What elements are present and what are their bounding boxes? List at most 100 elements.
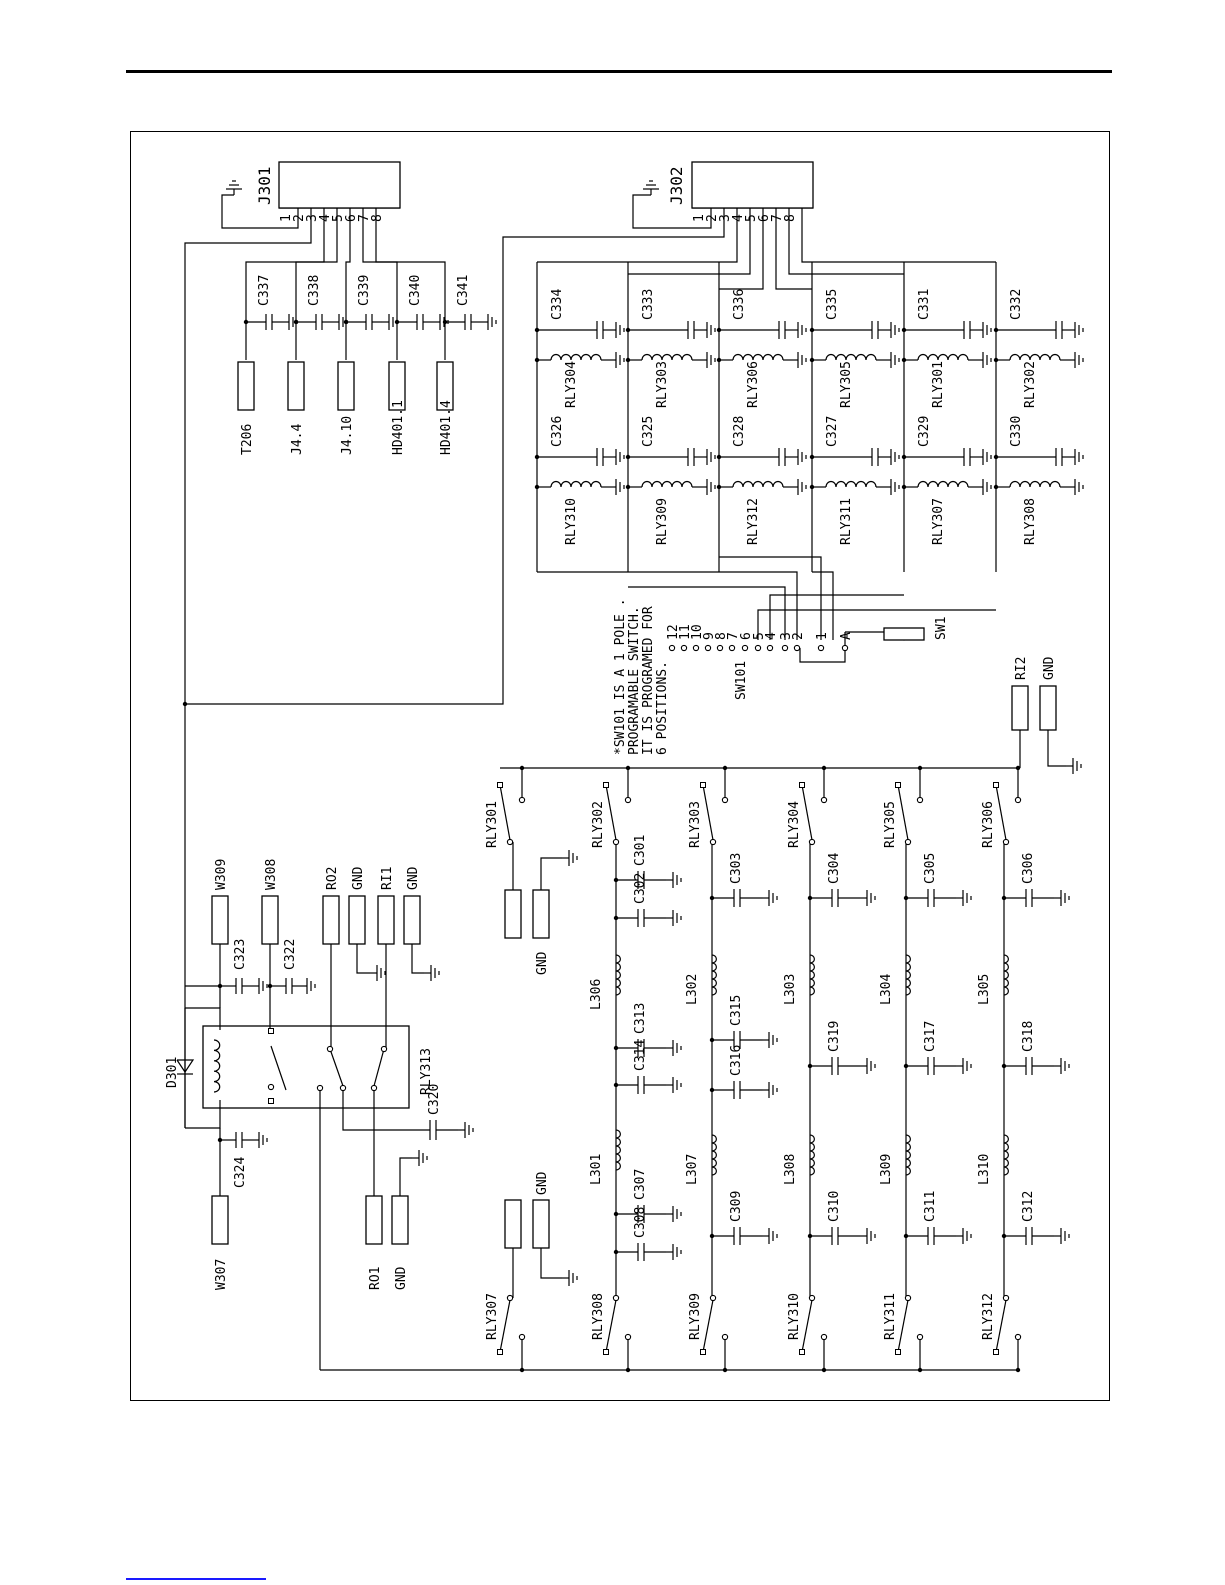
inductor-label: L302	[685, 974, 700, 1005]
junction-dot	[709, 1087, 715, 1093]
connector-j302-body	[691, 161, 814, 209]
junction-dot	[293, 319, 299, 325]
relay-label: RLY310	[564, 498, 579, 545]
connector-j302-label: J302	[667, 166, 686, 205]
junction-dot	[716, 454, 722, 460]
switch-feed-wire	[628, 586, 786, 640]
connector-j301-pin-number: 4	[318, 214, 333, 222]
relay-label: RLY312	[746, 498, 761, 545]
junction-dot	[709, 1037, 715, 1043]
capacitor-label: C303	[729, 853, 744, 884]
switch-note-line: *SW101 IS A 1 POLE .	[613, 598, 628, 755]
j302-ground-wire	[632, 194, 712, 229]
switch-note-line: PROGRAMABLE SWITCH.	[627, 606, 642, 755]
port-label: HD401.1	[391, 400, 406, 455]
port-connector	[237, 361, 255, 411]
inductor-l304	[905, 954, 911, 996]
capacitor-label: C326	[550, 416, 565, 447]
gnd-wire	[540, 1248, 562, 1279]
terminal	[766, 644, 774, 652]
relay-blade	[801, 784, 813, 841]
junction-dot	[394, 319, 400, 325]
terminal	[808, 1294, 816, 1302]
terminal	[518, 1333, 526, 1341]
junction-dot	[903, 895, 909, 901]
junction-dot	[993, 327, 999, 333]
inductor-l307	[711, 1134, 717, 1176]
relay-feed-wire	[801, 208, 996, 263]
junction-dot	[534, 357, 540, 363]
relay-blade	[702, 1299, 714, 1353]
inductor-l301	[615, 1129, 621, 1171]
port-label: GND	[406, 866, 421, 890]
terminal	[1002, 1294, 1010, 1302]
connector-j301-pin-number: 8	[370, 214, 385, 222]
capacitor-label: C306	[1021, 853, 1036, 884]
inductor-l306	[615, 954, 621, 996]
relay-feed-wire	[775, 208, 812, 290]
switch-position-label: 2	[791, 632, 806, 640]
relay-coil	[641, 353, 693, 361]
diagram-frame	[130, 131, 1110, 1401]
labels: J30112345678J30212345678C337T206C338J4.4…	[165, 166, 1057, 1340]
port-label: W307	[214, 1259, 229, 1290]
port-connector	[337, 361, 355, 411]
terminal	[781, 644, 789, 652]
relay-common-terminal	[700, 782, 706, 788]
junction-dot	[807, 1063, 813, 1069]
port-label: GND	[535, 951, 550, 975]
inductor-label: L305	[977, 974, 992, 1005]
relay-contact-label: RLY308	[591, 1293, 606, 1340]
terminal	[716, 644, 724, 652]
port-label: GND	[1042, 656, 1057, 680]
relay-feed-wire	[788, 208, 904, 275]
junction-dot	[901, 454, 907, 460]
port-label: J4.4	[290, 424, 305, 455]
junction-dot	[1015, 765, 1021, 771]
relay-contact-label: RLY303	[688, 801, 703, 848]
port-connector	[348, 895, 366, 945]
relay-coil	[550, 480, 602, 488]
connector-j302-pin-number: 7	[770, 214, 785, 222]
inductor-label: L304	[879, 974, 894, 1005]
junction-dot	[182, 701, 188, 707]
relay-contact-label: RLY301	[485, 801, 500, 848]
capacitor-label: C324	[233, 1157, 248, 1188]
relay-contact-label: RLY307	[485, 1293, 500, 1340]
junction-dot	[613, 1211, 619, 1217]
terminal	[612, 838, 620, 846]
footer-link-underline[interactable]	[126, 1578, 266, 1580]
junction-dot	[716, 484, 722, 490]
switch-position-label: 12	[666, 624, 681, 640]
terminal	[1014, 796, 1022, 804]
junction-dot	[217, 1137, 223, 1143]
relay-coil	[917, 353, 969, 361]
switch-note-line: IT IS PROGRAMED FOR	[641, 606, 656, 755]
relay-contact-label: RLY305	[883, 801, 898, 848]
top-cap-feed-wire	[345, 208, 351, 360]
relay-coil	[550, 353, 602, 361]
capacitor-label: C313	[633, 1003, 648, 1034]
junction-dot	[716, 327, 722, 333]
inductor-l309	[905, 1134, 911, 1176]
junction-dot	[217, 983, 223, 989]
port-label: GND	[535, 1171, 550, 1195]
terminal	[624, 796, 632, 804]
inductor-label: L310	[977, 1154, 992, 1185]
terminal	[820, 1333, 828, 1341]
switch-feed-wire	[537, 571, 798, 640]
top-cap-feed-wire	[245, 208, 325, 360]
switch-sw1-body	[883, 627, 925, 641]
switch-position-label: 11	[678, 624, 693, 640]
gnd-wire	[411, 944, 424, 974]
capacitor-label: C320	[427, 1084, 442, 1115]
capacitor-label: C333	[641, 289, 656, 320]
terminal	[316, 1084, 324, 1092]
port-connector	[365, 1195, 383, 1245]
relay-common-terminal	[268, 1028, 274, 1034]
port-connector-ri2	[1011, 685, 1029, 731]
junction-dot	[1015, 1367, 1021, 1373]
capacitor-label: C309	[729, 1191, 744, 1222]
terminal	[904, 1294, 912, 1302]
